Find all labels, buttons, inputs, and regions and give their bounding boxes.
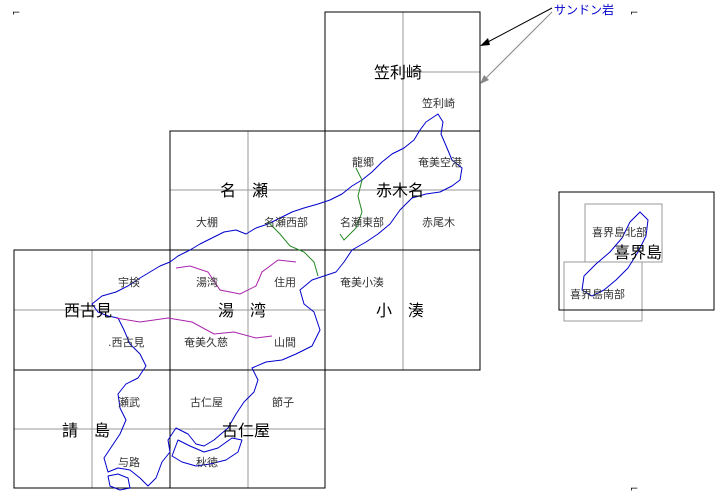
boundaries [115, 167, 363, 339]
subsheet-label: 節子 [272, 395, 294, 409]
corner-mark-top-left: ⌐ [12, 8, 20, 19]
sheet-label-ominato: 小 湊 [376, 301, 424, 320]
sheet-label-nishikomi: 西古見 [64, 301, 112, 320]
subsheet-label: 龍郷 [352, 155, 374, 169]
subsheet-label: 名瀬東部 [340, 215, 384, 229]
callout-arrowhead-gray [480, 75, 489, 84]
subsheet-label: 大棚 [196, 215, 218, 229]
callout-arrow-gray [483, 11, 553, 81]
uke-island-coast [107, 473, 131, 491]
callout-arrow-black [483, 7, 553, 45]
subsheet-label: 喜界島北部 [592, 225, 647, 239]
callout-label-sandon-rock: サンドン岩 [554, 2, 614, 17]
small-sheet-labels: 笠利崎 龍郷 奄美空港 大棚 名瀬西部 名瀬東部 赤尾木 宇検 湯湾 住用 奄美… [108, 96, 647, 469]
subsheet-label: 瀬武 [118, 395, 140, 409]
subsheet-label: 笠利崎 [422, 96, 455, 110]
sheet-label-kasari: 笠利崎 [374, 63, 422, 82]
callout-arrows [480, 7, 553, 84]
sheet-label-kikai: 喜界島 [614, 243, 662, 262]
amami-oshima-coast [91, 113, 463, 487]
subsheet-label: 湯湾 [196, 275, 218, 289]
kakeroma-island-coast [171, 437, 243, 467]
subsheet-label: 奄美小湊 [340, 275, 384, 289]
sheet-label-koniya: 古仁屋 [222, 421, 270, 440]
sheet-label-tatsugou: 赤木名 [376, 181, 424, 200]
subsheet-label: 奄美空港 [418, 155, 462, 169]
sheet-label-nase: 名 瀬 [220, 181, 268, 200]
subsheet-label: 与路 [118, 456, 140, 469]
corner-mark-bottom-right: ⌐ [630, 484, 638, 495]
subsheet-label: .西古見 [108, 336, 145, 349]
kikai-island-coast [581, 211, 649, 297]
sheet-label-ukeshima: 請 島 [62, 421, 110, 440]
corner-mark-top-right: ⌐ [630, 8, 638, 19]
subsheet-label: 喜界島南部 [570, 287, 625, 301]
callout-arrowhead-black [480, 38, 490, 46]
boundary-green [339, 167, 363, 241]
large-sheet-labels: 笠利崎 名 瀬 赤木名 西古見 湯 湾 小 湊 請 島 古仁屋 喜界島 [62, 63, 662, 440]
boundary-purple-2 [115, 317, 273, 339]
large-sheet-frames [13, 11, 715, 489]
sheet-label-yuwan: 湯 湾 [218, 301, 266, 320]
boundary-purple-1 [175, 259, 297, 295]
subsheet-label: 奄美久慈 [184, 335, 228, 349]
subsheet-label: 山間 [274, 336, 296, 349]
subsheet-label: 赤尾木 [422, 216, 455, 229]
subsheet-label: 古仁屋 [190, 396, 223, 409]
subsheet-label: 名瀬西部 [264, 215, 308, 229]
boundary-green-2 [267, 221, 319, 277]
subsheet-label: 住用 [274, 275, 296, 289]
subsheet-label: 宇検 [118, 275, 140, 289]
coastline [91, 113, 649, 491]
subsheet-label: 秋徳 [196, 455, 218, 469]
